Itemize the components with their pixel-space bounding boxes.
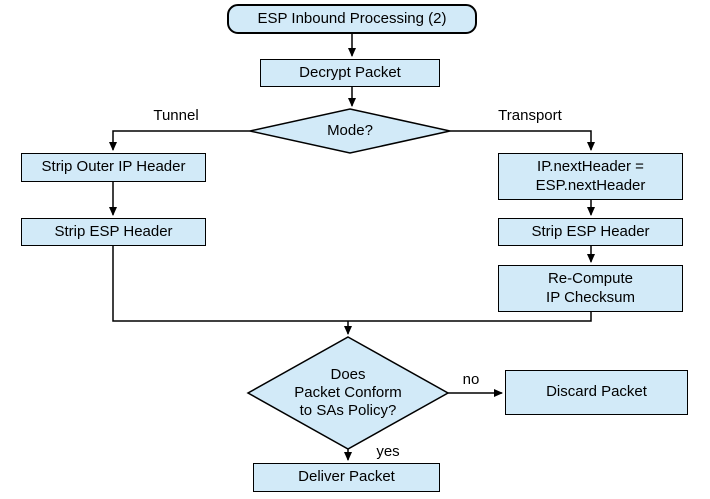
node-strip-outer-ip-header-label: Strip Outer IP Header <box>41 158 186 176</box>
edge-merge-branches <box>112 246 592 322</box>
node-recompute-ip-checksum-line1: Re-Compute <box>547 269 634 287</box>
node-recompute-ip-checksum-line2: IP Checksum <box>546 288 635 306</box>
node-discard-packet-label: Discard Packet <box>546 383 647 401</box>
node-deliver-packet: Deliver Packet <box>253 463 440 492</box>
node-strip-esp-header-transport: Strip ESP Header <box>498 218 683 246</box>
node-strip-esp-header-tunnel-label: Strip ESP Header <box>54 222 173 240</box>
decision-policy-check <box>246 336 450 450</box>
node-strip-outer-ip-header: Strip Outer IP Header <box>21 153 206 182</box>
edge-label-tunnel: Tunnel <box>153 107 199 124</box>
edge-label-transport: Transport <box>498 107 562 124</box>
policy-check-line2: Packet Conform <box>294 384 402 401</box>
node-recompute-ip-checksum: Re-Compute IP Checksum <box>498 265 683 312</box>
node-set-next-header-line1: IP.nextHeader = <box>537 157 644 175</box>
edge-mode-tunnel <box>109 130 250 151</box>
decision-mode-label: Mode? <box>327 122 373 139</box>
node-decrypt-packet-label: Decrypt Packet <box>299 63 401 81</box>
node-deliver-packet-label: Deliver Packet <box>298 468 395 486</box>
policy-check-line3: to SAs Policy? <box>299 402 397 419</box>
node-decrypt-packet: Decrypt Packet <box>260 59 440 87</box>
node-discard-packet: Discard Packet <box>505 370 688 415</box>
edge-mode-transport <box>450 130 595 151</box>
node-set-next-header-line2: ESP.nextHeader <box>535 176 646 194</box>
edge-label-no: no <box>462 371 480 388</box>
node-strip-esp-header-transport-label: Strip ESP Header <box>531 222 650 240</box>
decision-policy-check-label: Does Packet Conform to SAs Policy? <box>268 366 428 420</box>
node-set-next-header: IP.nextHeader = ESP.nextHeader <box>498 153 683 200</box>
node-start: ESP Inbound Processing (2) <box>227 4 477 34</box>
node-strip-esp-header-tunnel: Strip ESP Header <box>21 218 206 246</box>
decision-mode <box>249 108 451 154</box>
node-start-label: ESP Inbound Processing (2) <box>257 9 447 27</box>
edge-label-yes: yes <box>376 443 400 460</box>
policy-check-line1: Does <box>330 366 366 383</box>
